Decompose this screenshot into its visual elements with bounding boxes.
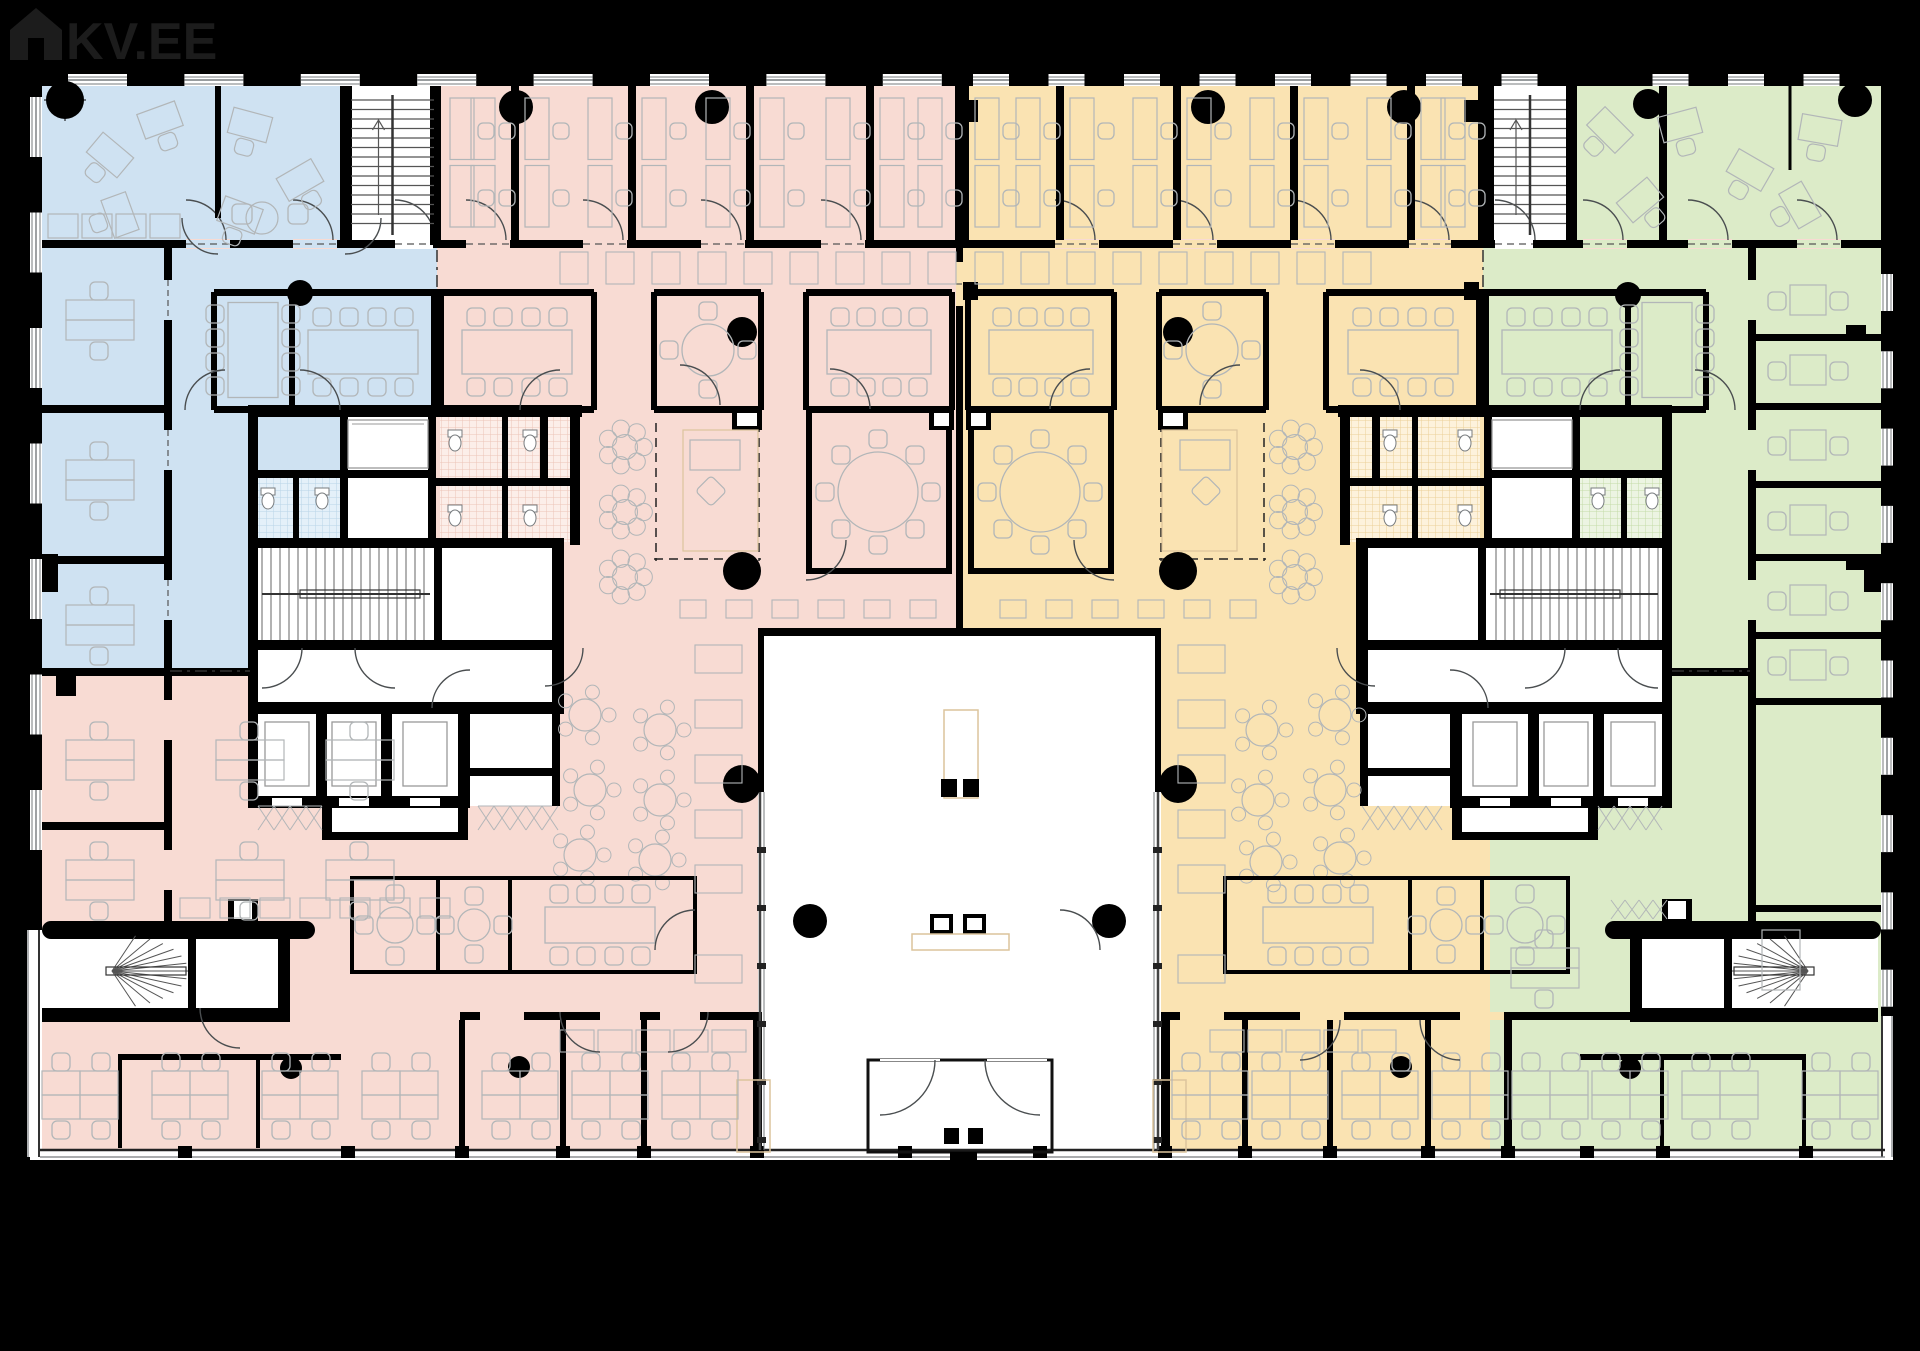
svg-text:KV.EE: KV.EE <box>66 13 217 71</box>
